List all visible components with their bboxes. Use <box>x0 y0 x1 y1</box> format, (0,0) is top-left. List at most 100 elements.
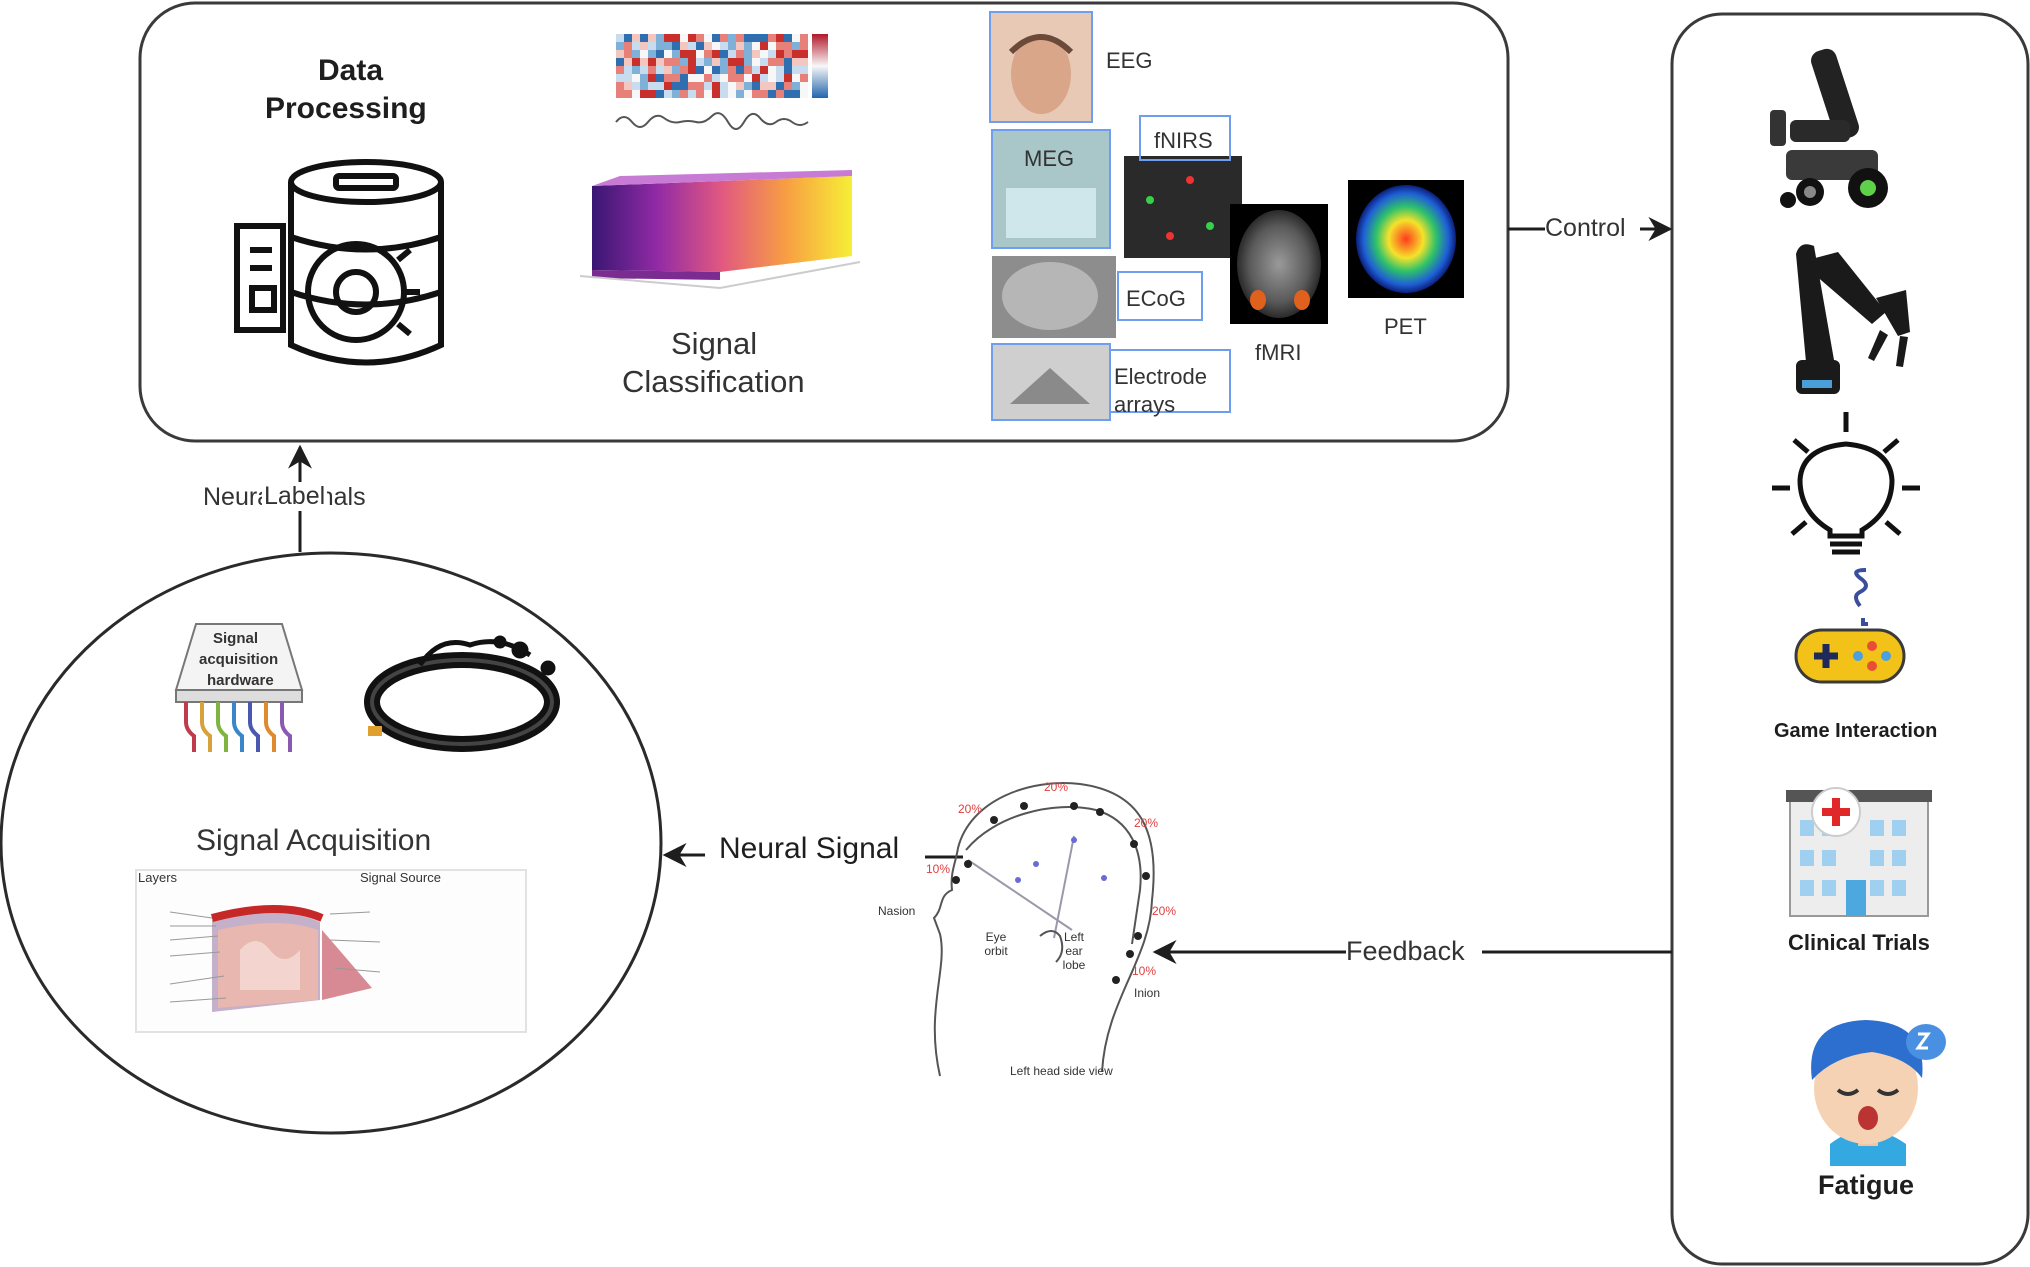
heatmap-cell <box>744 66 752 74</box>
heatmap-cell <box>664 74 672 82</box>
heatmap-cell <box>672 58 680 66</box>
signal-acquisition-title: Signal Acquisition <box>196 824 432 857</box>
heatmap-cell <box>744 90 752 98</box>
heatmap-cell <box>680 74 688 82</box>
heatmap-cell <box>680 50 688 58</box>
data-processing-title-line1: Data <box>318 54 384 87</box>
heatmap-cell <box>688 82 696 90</box>
signal-source-header: Signal Source <box>360 870 441 885</box>
heatmap-cell <box>728 82 736 90</box>
electrode-arrays-label-line2: arrays <box>1114 392 1176 417</box>
heatmap-cell <box>688 42 696 50</box>
signal-classification-line1: Signal <box>671 326 758 361</box>
heatmap-cell <box>704 82 712 90</box>
heatmap-cell <box>616 90 624 98</box>
feedback-label: Feedback <box>1346 936 1465 966</box>
heatmap-cell <box>800 50 808 58</box>
heatmap-cell <box>776 34 784 42</box>
heatmap-cell <box>800 34 808 42</box>
heatmap-cell <box>656 66 664 74</box>
acquisition-hardware-icon <box>174 623 304 752</box>
heatmap-cell <box>768 34 776 42</box>
heatmap-cell <box>712 34 720 42</box>
head-map-drawing <box>932 782 1155 1077</box>
heatmap-cell <box>624 42 632 50</box>
hardware-label-line2: acquisition <box>199 651 279 668</box>
heatmap-cell <box>672 90 680 98</box>
heatmap-cell <box>792 42 800 50</box>
heatmap-cell <box>760 34 768 42</box>
heatmap-thumbnail <box>615 34 828 130</box>
ear-lobe-label: Left ear lobe <box>1062 930 1086 972</box>
heatmap-cell <box>728 58 736 66</box>
heatmap-cell <box>680 66 688 74</box>
heatmap-cell <box>704 74 712 82</box>
heatmap-cell <box>696 58 704 66</box>
meg-label: MEG <box>1024 146 1075 171</box>
heatmap-cell <box>760 66 768 74</box>
heatmap-cell <box>792 66 800 74</box>
applications-panel <box>1670 12 2030 1266</box>
wheelchair-icon <box>1770 48 1888 208</box>
heatmap-cell <box>736 58 744 66</box>
heatmap-cell <box>752 82 760 90</box>
signal-classification-line2: Classification <box>622 364 805 399</box>
heatmap-cell <box>632 50 640 58</box>
hardware-label-line3: hardware <box>207 672 274 689</box>
heatmap-cell <box>792 90 800 98</box>
heatmap-cell <box>656 74 664 82</box>
heatmap-cell <box>720 34 728 42</box>
heatmap-cell <box>776 90 784 98</box>
eye-orbit-label: Eye orbit <box>984 930 1008 958</box>
control-label: Control <box>1545 214 1626 242</box>
game-interaction-label: Game Interaction <box>1774 720 1938 742</box>
database-gear-icon <box>234 159 444 366</box>
heatmap-cell <box>688 90 696 98</box>
heatmap-cell <box>760 82 768 90</box>
heatmap-cell <box>800 90 808 98</box>
heatmap-cell <box>792 58 800 66</box>
heatmap-cell <box>800 74 808 82</box>
heatmap-cell <box>664 90 672 98</box>
heatmap-cell <box>792 82 800 90</box>
heatmap-cell <box>760 50 768 58</box>
heatmap-cell <box>784 34 792 42</box>
heatmap-cell <box>736 34 744 42</box>
heatmap-cell <box>688 66 696 74</box>
heatmap-cell <box>744 42 752 50</box>
heatmap-cell <box>752 50 760 58</box>
heatmap-cell <box>704 42 712 50</box>
heatmap-cell <box>696 42 704 50</box>
heatmap-cell <box>720 42 728 50</box>
heatmap-cell <box>640 42 648 50</box>
heatmap-cell <box>696 82 704 90</box>
pet-scan <box>1348 180 1464 298</box>
heatmap-cell <box>712 74 720 82</box>
fnirs-label: fNIRS <box>1154 128 1213 153</box>
heatmap-cell <box>712 58 720 66</box>
heatmap-cell <box>624 58 632 66</box>
heatmap-cell <box>784 50 792 58</box>
heatmap-cell <box>760 90 768 98</box>
heatmap-cell <box>672 74 680 82</box>
heatmap-cell <box>712 90 720 98</box>
heatmap-cell <box>760 58 768 66</box>
heatmap-cell <box>704 90 712 98</box>
heatmap-cell <box>704 58 712 66</box>
heatmap-cell <box>688 74 696 82</box>
heatmap-cell <box>624 90 632 98</box>
heatmap-cell <box>776 42 784 50</box>
heatmap-cell <box>640 50 648 58</box>
heatmap-cell <box>776 58 784 66</box>
heatmap-cell <box>664 82 672 90</box>
pct-label-3: 20% <box>1134 816 1159 830</box>
heatmap-cell <box>704 34 712 42</box>
heatmap-cell <box>688 34 696 42</box>
upward-arrow-overlay: Label <box>262 482 328 511</box>
heatmap-cell <box>616 50 624 58</box>
heatmap-cell <box>752 74 760 82</box>
fmri-label: fMRI <box>1255 340 1302 365</box>
pct-label-1: 20% <box>958 802 983 816</box>
heatmap-cell <box>624 66 632 74</box>
heatmap-cell <box>664 50 672 58</box>
